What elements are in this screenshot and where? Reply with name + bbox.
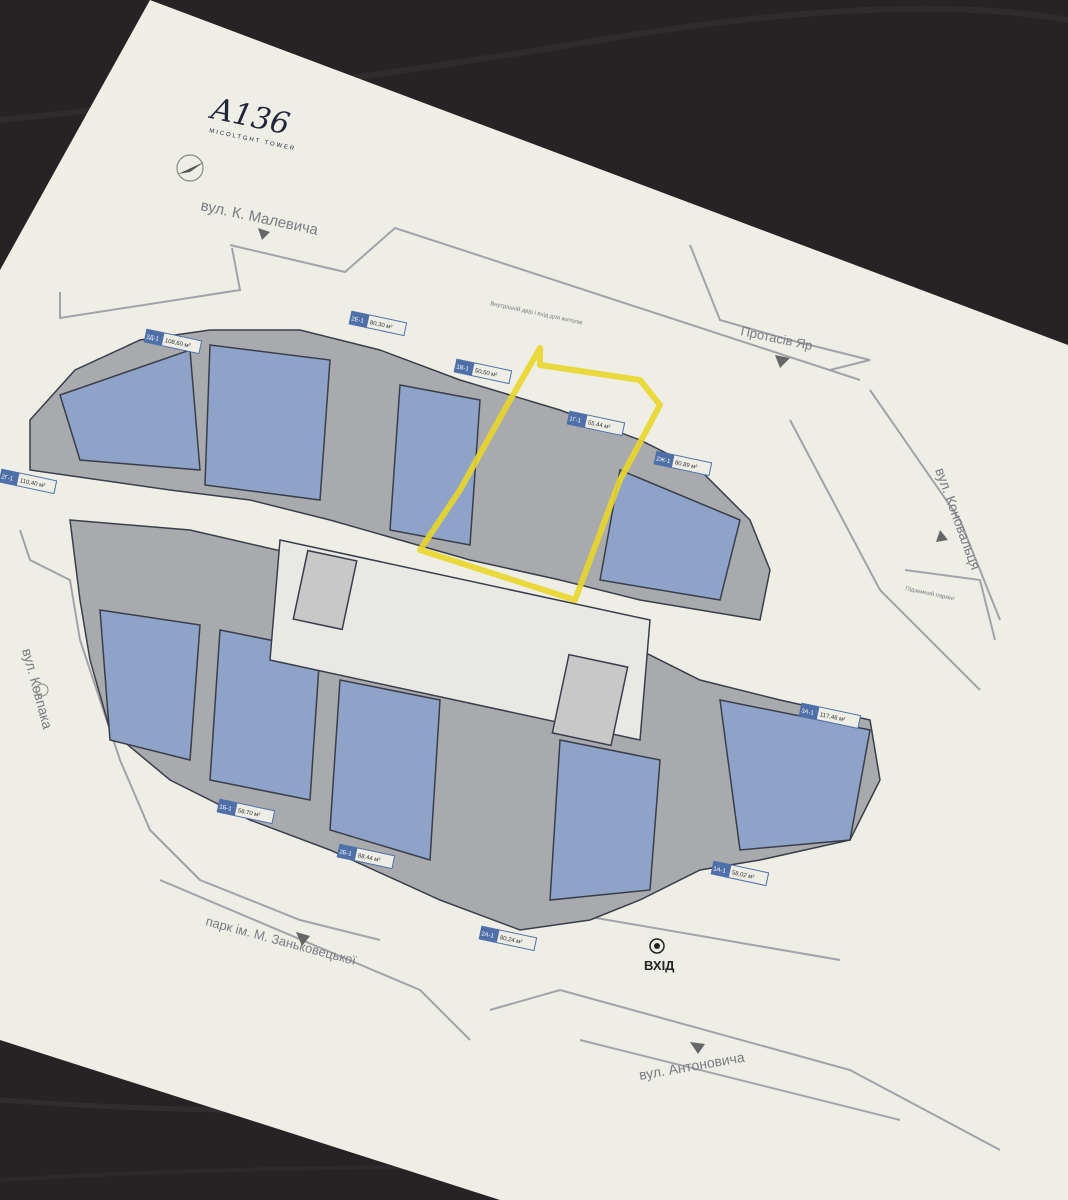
site-lines (19, 226, 1001, 1151)
central-corridor (269, 539, 651, 747)
unit-area: 58,70 м² (237, 808, 261, 819)
unit-code: 2Д-1 (146, 334, 160, 343)
unit-code: 1Б-1 (219, 804, 233, 813)
marker-icon (35, 683, 49, 697)
unit-area: 80,89 м² (674, 460, 698, 471)
unit-code: 2А-1 (481, 931, 495, 940)
north-wing (29, 329, 771, 621)
unit-code: 2Б-1 (339, 849, 353, 858)
unit-area: 50,50 м² (474, 368, 498, 379)
unit-code: 2Г-1 (1, 474, 15, 482)
arrow-icon (775, 355, 790, 368)
unit-code: 1Г-1 (569, 416, 583, 424)
arrow-icon (936, 530, 948, 542)
unit-area: 110,40 м² (19, 478, 45, 489)
entrance-label: ВХІД (644, 958, 675, 973)
arrow-icon (258, 228, 270, 240)
unit-area: 117,46 м² (819, 712, 845, 723)
unit-code: 1В-1 (456, 364, 470, 373)
unit-area: 88,44 м² (357, 853, 381, 864)
unit-code: 1А-1 (713, 866, 727, 875)
unit-code: 2Е-1 (351, 316, 365, 325)
unit-code: 2Ж-1 (656, 456, 672, 465)
arrow-icon (690, 1042, 705, 1054)
entrance-marker: ВХІД (644, 938, 675, 973)
compass-icon (176, 154, 204, 182)
unit-area: 58,02 м² (731, 870, 755, 881)
highlighted-unit-outline (417, 345, 663, 603)
unit-area: 108,60 м² (164, 338, 191, 349)
unit-area: 55,44 м² (587, 420, 611, 431)
arrow-icon (296, 932, 310, 946)
unit-area: 80,24 м² (499, 935, 523, 946)
unit-area: 80,30 м² (369, 320, 393, 331)
unit-code: 3А-1 (801, 708, 815, 717)
unit-tags: 2Д-1 108,60 м² 2Е-1 80,30 м² 1В-1 50,50 … (0, 310, 862, 952)
